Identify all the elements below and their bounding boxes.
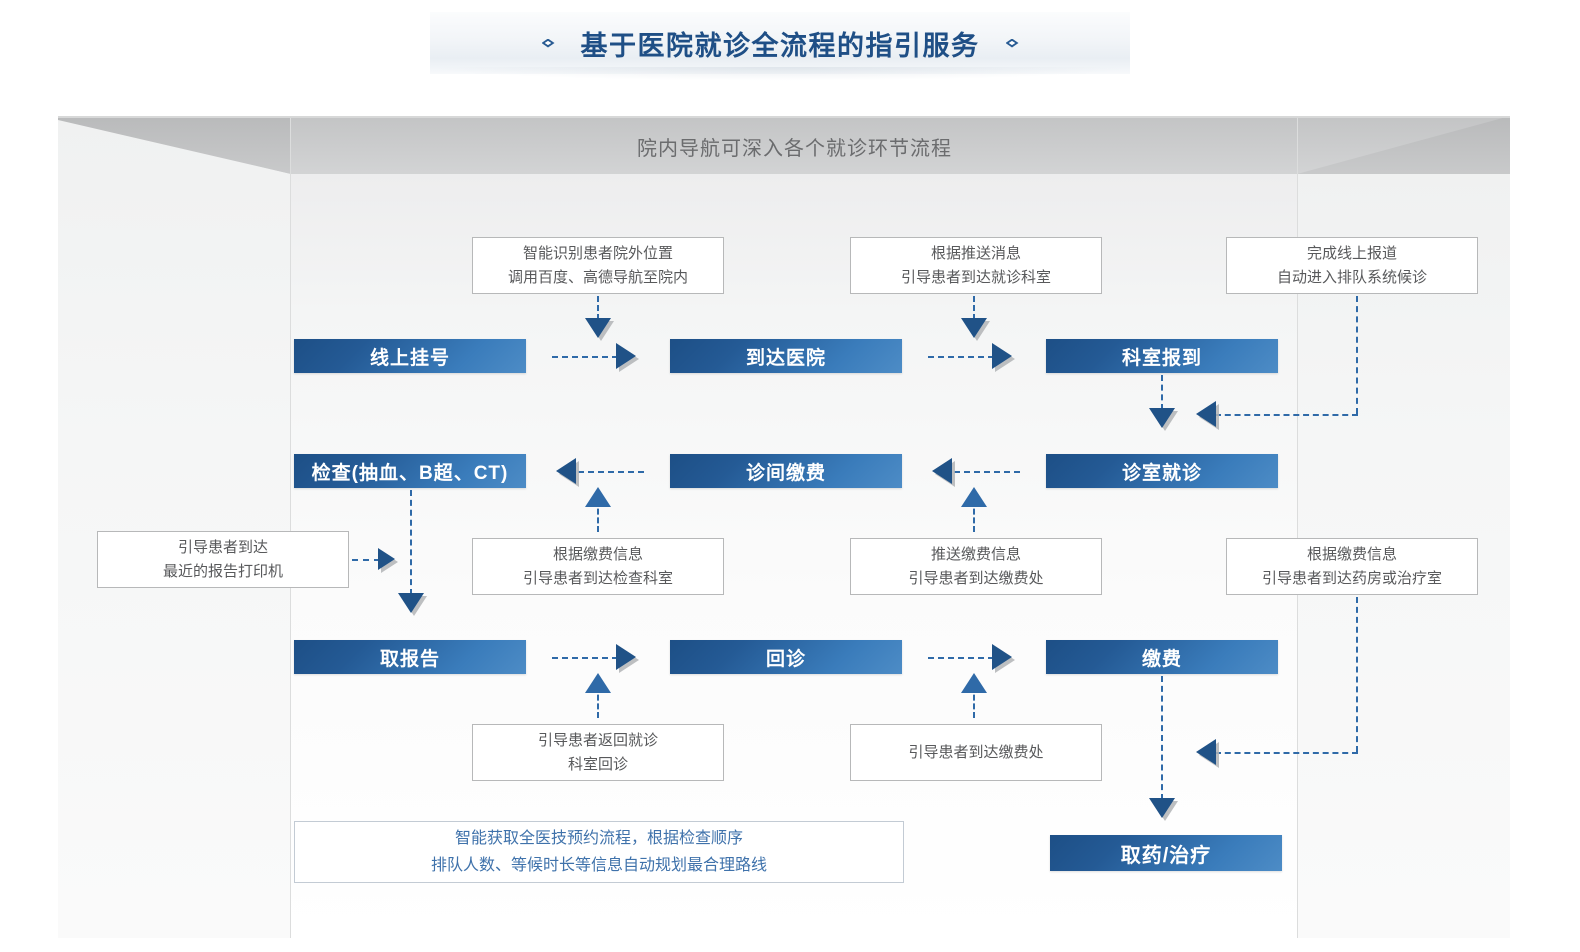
- connector-r3-a: [552, 657, 618, 659]
- frame-divider-right: [1297, 116, 1298, 938]
- arrow-down-icon: [1149, 798, 1175, 818]
- arrow-down-icon: [1149, 408, 1175, 428]
- connector-note7-down: [1356, 597, 1358, 752]
- connector-r2-a: [578, 471, 644, 473]
- arrow-up-icon: [585, 673, 611, 693]
- note-smart-route: 智能获取全医技预约流程，根据检查顺序 排队人数、等候时长等信息自动规划最合理路线: [294, 821, 904, 883]
- note-line: 引导患者到达缴费处: [908, 569, 1044, 587]
- note-push-message: 根据推送消息 引导患者到达就诊科室: [850, 237, 1102, 294]
- arrow-down-icon: [961, 318, 987, 338]
- note-line: 引导患者到达就诊科室: [900, 268, 1051, 286]
- note-line: 调用百度、高德导航至院内: [507, 268, 688, 286]
- note-line: 根据缴费信息: [552, 546, 643, 564]
- connector-note8-up: [597, 686, 599, 718]
- connector-r2-b: [954, 471, 1020, 473]
- connector-note9-up: [973, 686, 975, 718]
- arrow-up-icon: [961, 673, 987, 693]
- connector-note3-left: [1215, 414, 1358, 416]
- process-box-examination[interactable]: 检查(抽血、B超、CT): [294, 454, 526, 488]
- note-line: 推送缴费信息: [930, 546, 1021, 564]
- note-line: 智能获取全医技预约流程，根据检查顺序: [454, 829, 743, 847]
- note-line: 根据缴费信息: [1306, 546, 1397, 564]
- note-payment-to-pharmacy: 根据缴费信息 引导患者到达药房或治疗室: [1226, 538, 1478, 595]
- process-box-fetch-report[interactable]: 取报告: [294, 640, 526, 674]
- frame-center-panel: [291, 174, 1298, 938]
- arrow-up-icon: [585, 487, 611, 507]
- connector-note2-down: [973, 296, 975, 320]
- connector-checkin-down: [1161, 375, 1163, 410]
- page-title: 基于医院就诊全流程的指引服务: [580, 30, 980, 61]
- title-banner: 基于医院就诊全流程的指引服务: [430, 12, 1130, 81]
- process-box-payment[interactable]: 缴费: [1046, 640, 1278, 674]
- connector-note6-up: [973, 500, 975, 532]
- process-box-medicine-treatment[interactable]: 取药/治疗: [1050, 835, 1282, 871]
- connector-r3-b: [928, 657, 994, 659]
- process-box-consultation[interactable]: 诊室就诊: [1046, 454, 1278, 488]
- arrow-down-icon: [585, 318, 611, 338]
- arrow-left-icon: [932, 458, 952, 484]
- note-line: 自动进入排队系统候诊: [1276, 268, 1427, 286]
- note-payment-to-exam: 根据缴费信息 引导患者到达检查科室: [472, 538, 724, 595]
- connector-note3-down: [1356, 296, 1358, 414]
- note-line: 根据推送消息: [930, 245, 1021, 263]
- note-return-clinic: 引导患者返回就诊 科室回诊: [472, 724, 724, 781]
- note-line: 引导患者到达缴费处: [908, 743, 1044, 761]
- frame-left-wall: [58, 118, 290, 938]
- frame-divider-left: [290, 116, 291, 938]
- arrow-right-icon: [992, 343, 1012, 369]
- connector-r1-b: [928, 356, 994, 358]
- note-outside-location: 智能识别患者院外位置 调用百度、高德导航至院内: [472, 237, 724, 294]
- arrow-right-icon: [616, 644, 636, 670]
- process-box-revisit[interactable]: 回诊: [670, 640, 902, 674]
- connector-exam-down: [410, 490, 412, 595]
- note-goto-payment: 引导患者到达缴费处: [850, 724, 1102, 781]
- frame-ceiling: [58, 116, 1510, 174]
- process-box-online-registration[interactable]: 线上挂号: [294, 339, 526, 373]
- arrow-up-icon: [961, 487, 987, 507]
- frame-top-edge: [58, 116, 1510, 118]
- process-box-clinic-payment[interactable]: 诊间缴费: [670, 454, 902, 488]
- note-line: 引导患者到达: [177, 539, 268, 557]
- diamond-left-icon: [541, 38, 555, 48]
- arrow-left-icon: [1196, 739, 1216, 765]
- note-push-payment: 推送缴费信息 引导患者到达缴费处: [850, 538, 1102, 595]
- arrow-down-icon: [398, 593, 424, 613]
- note-line: 排队人数、等候时长等信息自动规划最合理路线: [430, 857, 767, 874]
- connector-note1-down: [597, 296, 599, 320]
- arrow-right-icon: [616, 343, 636, 369]
- note-line: 引导患者到达检查科室: [522, 569, 673, 587]
- note-line: 科室回诊: [567, 755, 628, 773]
- connector-r1-a: [552, 356, 618, 358]
- diamond-right-icon: [1005, 38, 1019, 48]
- arrow-right-icon: [992, 644, 1012, 670]
- note-line: 引导患者返回就诊: [537, 732, 658, 750]
- connector-payment-down: [1161, 676, 1163, 800]
- process-box-arrive-hospital[interactable]: 到达医院: [670, 339, 902, 373]
- connector-note5-up: [597, 500, 599, 532]
- note-line: 智能识别患者院外位置: [522, 245, 673, 263]
- note-online-checkin: 完成线上报道 自动进入排队系统候诊: [1226, 237, 1478, 294]
- note-nearest-printer: 引导患者到达 最近的报告打印机: [97, 531, 349, 588]
- note-line: 最近的报告打印机: [162, 562, 283, 580]
- connector-note7-left: [1215, 752, 1358, 754]
- arrow-left-icon: [556, 458, 576, 484]
- note-line: 引导患者到达药房或治疗室: [1261, 569, 1442, 587]
- arrow-right-icon: [378, 548, 395, 570]
- arrow-left-icon: [1196, 401, 1216, 427]
- frame-subtitle: 院内导航可深入各个就诊环节流程: [637, 138, 952, 160]
- process-box-department-checkin[interactable]: 科室报到: [1046, 339, 1278, 373]
- connector-printer-right: [352, 559, 380, 561]
- note-line: 完成线上报道: [1306, 245, 1397, 263]
